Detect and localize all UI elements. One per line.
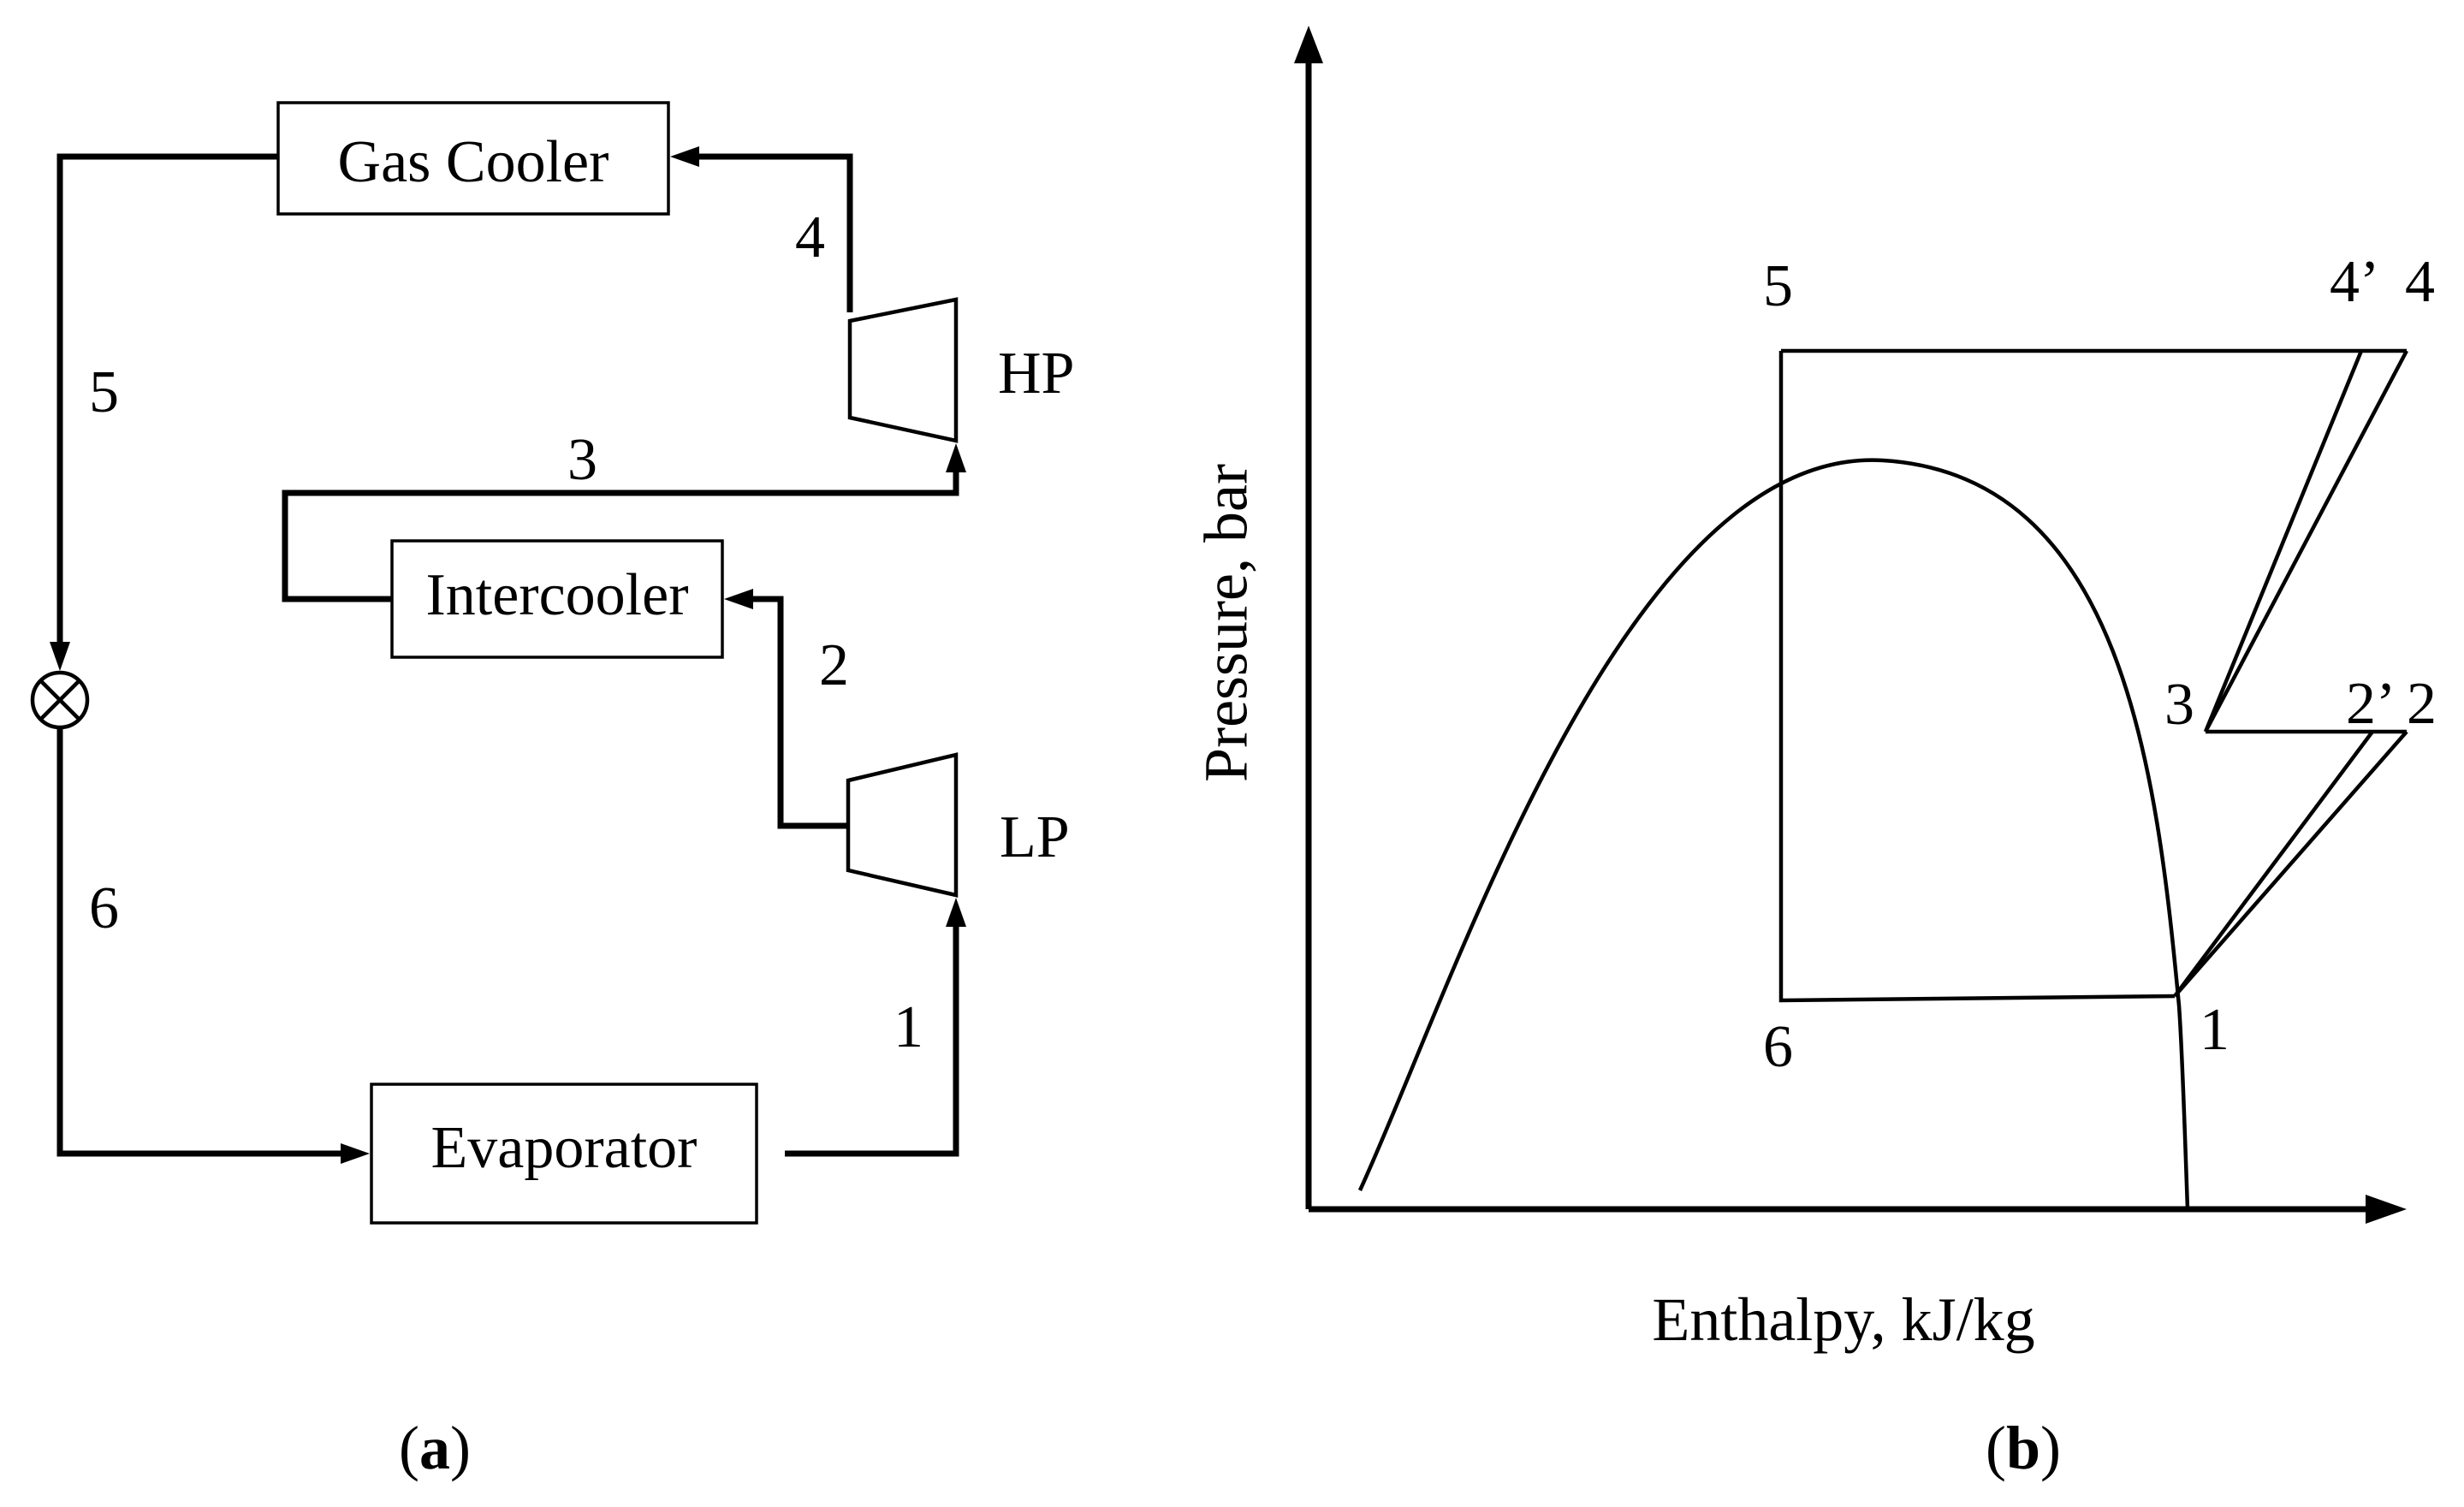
- panel-b-caption: (b): [1986, 1414, 2061, 1482]
- panel-a-caption: (a): [399, 1414, 471, 1482]
- state-label-b-2: 2: [2407, 671, 2437, 737]
- x-axis-arrow-icon: [2366, 1195, 2407, 1224]
- state-label-a-6: 6: [89, 875, 119, 941]
- state-label-b-4: 4: [2405, 249, 2435, 315]
- lp-compressor: LP: [846, 752, 1070, 898]
- panel-b-ph-diagram: 1 2’ 2 3 4’ 4 5 6 Pressure, bar Enthalpy…: [1192, 26, 2437, 1482]
- intercooler: Intercooler: [390, 539, 724, 659]
- state-label-b-4prime: 4’: [2330, 249, 2379, 315]
- arrow-into-hp: [946, 443, 966, 472]
- pipe-intercooler-to-hp: [282, 471, 959, 602]
- line-1-2: [2173, 730, 2408, 998]
- y-axis-arrow-icon: [1294, 26, 1323, 63]
- pipe-valve-to-evaporator: [56, 728, 342, 1157]
- line-1-2prime: [2173, 730, 2374, 998]
- saturation-dome: [1357, 458, 2190, 1210]
- state-label-b-6: 6: [1763, 1014, 1793, 1080]
- gas-cooler: Gas Cooler: [276, 101, 670, 216]
- arrow-into-intercooler: [724, 589, 753, 609]
- state-label-a-2: 2: [819, 632, 849, 698]
- lp-compressor-shape: [846, 752, 959, 898]
- gas-cooler-label: Gas Cooler: [338, 129, 609, 195]
- state-label-a-4: 4: [795, 205, 825, 270]
- state-label-b-3: 3: [2164, 672, 2194, 738]
- state-label-a-3: 3: [567, 427, 597, 493]
- cycle-process-lines: [1778, 351, 2176, 1003]
- state-label-a-5: 5: [89, 359, 119, 425]
- lp-label: LP: [1000, 804, 1070, 870]
- line-3-4prime: [2203, 350, 2364, 733]
- intercooler-label: Intercooler: [425, 562, 688, 628]
- pipe-gas-cooler-to-valve: [56, 153, 278, 644]
- line-3-4: [2204, 349, 2408, 733]
- arrow-into-lp: [946, 898, 966, 927]
- arrow-into-gas-cooler: [670, 146, 699, 167]
- hp-label: HP: [998, 341, 1074, 406]
- state-label-b-5: 5: [1763, 253, 1793, 319]
- state-label-b-2prime: 2’: [2346, 671, 2396, 737]
- state-label-a-1: 1: [894, 994, 923, 1060]
- y-axis-label: Pressure, bar: [1192, 464, 1261, 782]
- arrow-into-evaporator: [341, 1143, 370, 1164]
- expansion-valve-icon: [30, 670, 90, 730]
- pipe-hp-to-gas-cooler: [699, 153, 853, 312]
- evaporator: Evaporator: [370, 1083, 758, 1225]
- pipe-lp-to-intercooler: [753, 596, 848, 829]
- arrow-into-valve: [50, 642, 70, 671]
- x-axis-label: Enthalpy, kJ/kg: [1652, 1285, 2034, 1354]
- panel-a-schematic: Gas Cooler Intercooler Evaporator HP LP: [30, 101, 1074, 1482]
- state-label-b-1: 1: [2200, 997, 2229, 1063]
- hp-compressor-shape: [847, 297, 959, 443]
- pipe-evaporator-to-lp: [785, 925, 959, 1157]
- hp-compressor: HP: [847, 297, 1074, 443]
- evaporator-label: Evaporator: [431, 1115, 698, 1181]
